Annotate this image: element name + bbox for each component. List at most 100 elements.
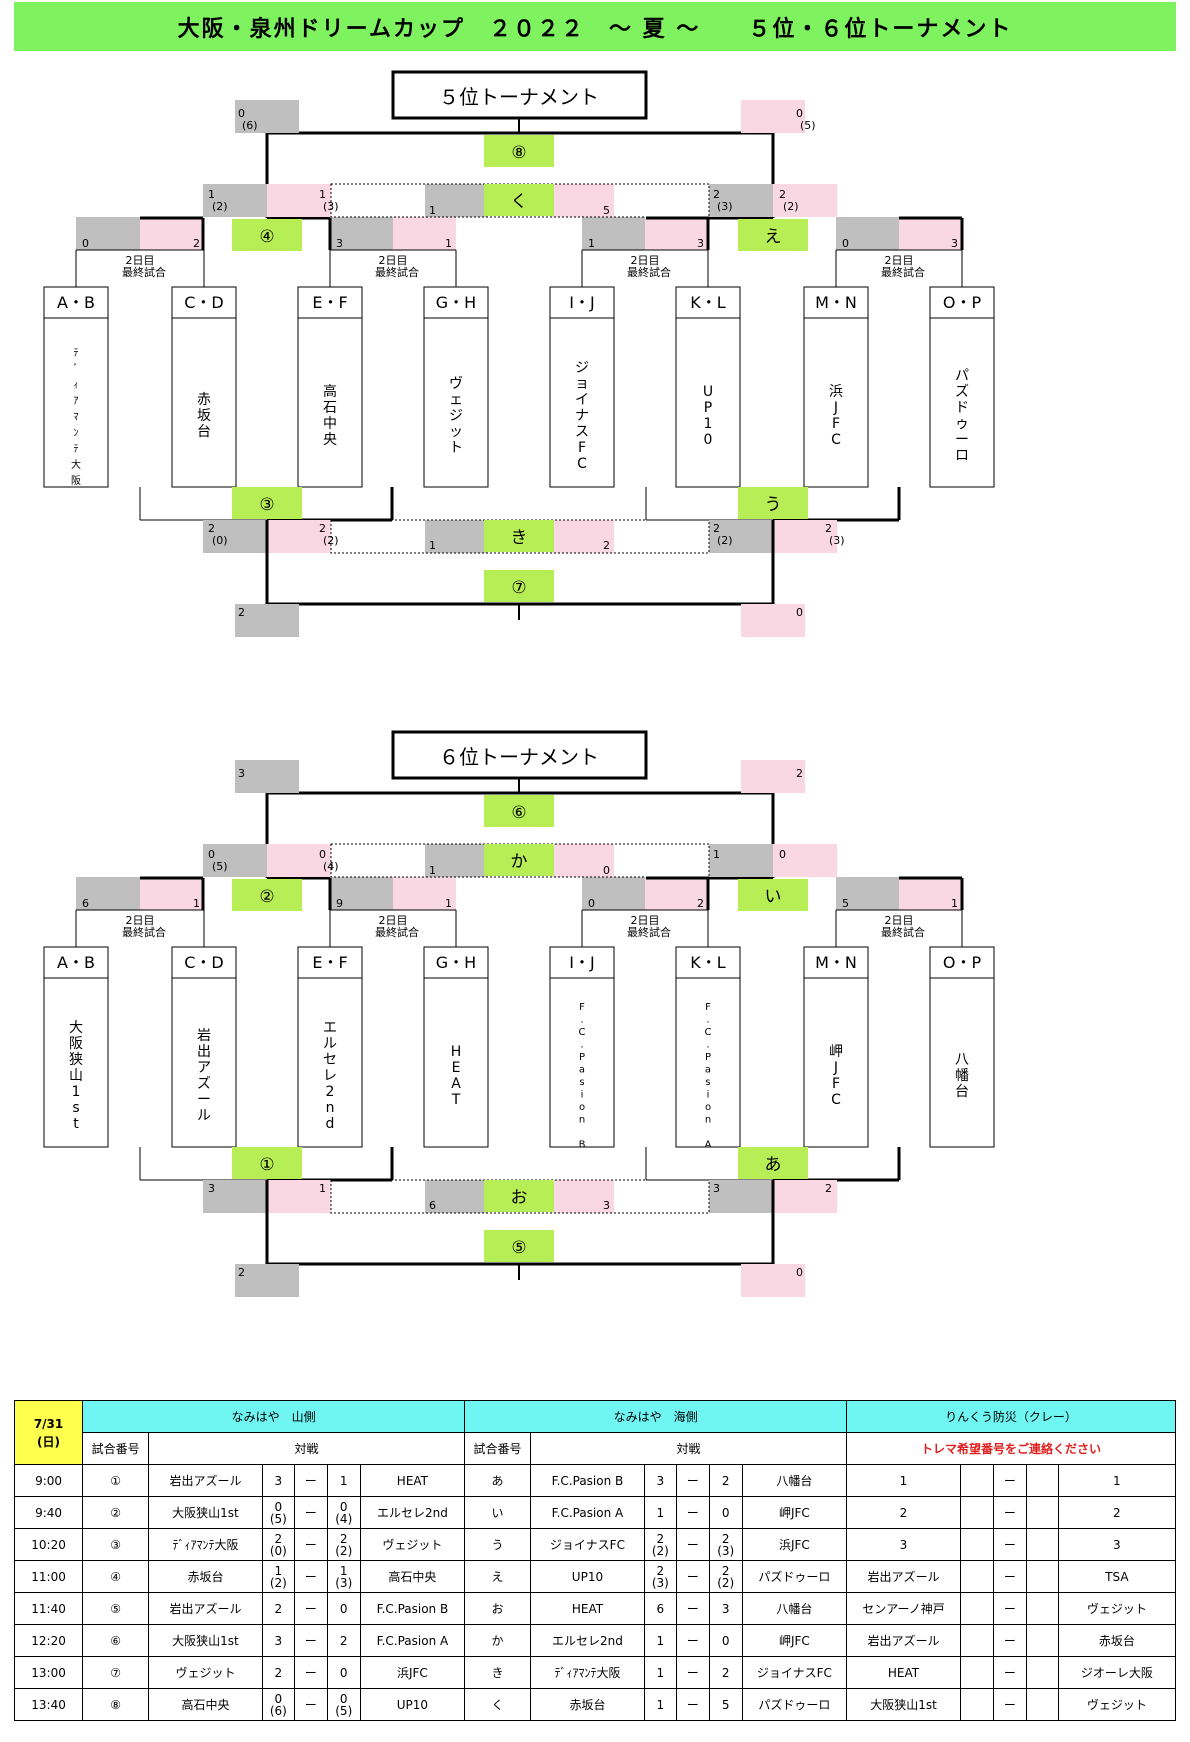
score-dash: ー: [992, 1560, 1027, 1593]
match-number: ⑤: [82, 1592, 150, 1625]
game-number: ⑤: [511, 1238, 526, 1258]
match-number: え: [464, 1560, 532, 1593]
score-home: 2: [261, 1656, 295, 1689]
final-score: 0(6): [238, 107, 258, 132]
score-cell-pink: [551, 1180, 614, 1213]
blank-cell: [959, 1496, 994, 1529]
blank-cell: [959, 1688, 994, 1721]
match-number: ①: [82, 1464, 150, 1497]
team-column: [43, 946, 109, 1148]
score-dash: ー: [992, 1624, 1027, 1657]
trema-score: 0: [603, 864, 610, 877]
trema-team-a: 岩出アズール: [846, 1560, 961, 1593]
match-time: 13:40: [13, 1688, 84, 1721]
trema-team-b: 2: [1057, 1496, 1177, 1529]
score-cell-pink: [551, 520, 614, 553]
final-score: 2: [238, 606, 245, 619]
team-column: [549, 286, 615, 488]
pair-label: A・B: [57, 293, 95, 312]
score-dash: ー: [675, 1528, 710, 1561]
team-column: [423, 286, 489, 488]
schedule-date: 7/31 (日): [13, 1400, 84, 1465]
score-away: 3: [708, 1592, 743, 1625]
team-away: 浜JFC: [359, 1656, 466, 1689]
trema-team-b: 赤坂台: [1057, 1624, 1177, 1657]
match-number: い: [464, 1496, 532, 1529]
score-cell-pink: [741, 1264, 805, 1297]
semi-score: 2(3): [713, 188, 733, 213]
page-title: 大阪・泉州ドリームカップ ２０２２ ～ 夏 ～ ５位・６位トーナメント: [177, 16, 1013, 42]
game-number-box: [232, 487, 302, 519]
team-name: 高石中央: [323, 383, 337, 448]
score-cell-gray: [76, 877, 140, 910]
team-home: UP10: [530, 1560, 645, 1593]
score-cell-gray: [76, 217, 140, 250]
match-time: 12:20: [13, 1624, 84, 1657]
score-cell-pink: [899, 217, 962, 250]
score-away: 2: [708, 1464, 743, 1497]
score-home: 0 (6): [261, 1688, 295, 1721]
score-home: 2 (3): [643, 1560, 677, 1593]
pair-label: E・F: [312, 293, 347, 312]
semi-score: 2(0): [208, 522, 228, 547]
semi-score: 1(3): [319, 188, 339, 213]
pair-label: I・J: [569, 953, 594, 972]
r1-score: 9: [336, 897, 343, 910]
score-cell-pink: [551, 844, 614, 877]
match-number: ④: [82, 1560, 150, 1593]
score-cell-gray: [235, 604, 299, 637]
blank-cell: [1025, 1624, 1059, 1657]
score-cell-gray: [709, 844, 773, 877]
trema-score: 5: [603, 204, 610, 217]
team-home: ﾃﾞｨｱﾏﾝﾃ大阪: [148, 1528, 263, 1561]
schedule-table: 7/31 (日) なみはや 山側 なみはや 海側 りんくう防災（クレー） 試合番…: [13, 1400, 1177, 1721]
game-number: い: [765, 887, 782, 907]
game-number: ③: [259, 495, 274, 515]
team-column: [549, 946, 615, 1148]
team-home: F.C.Pasion B: [530, 1464, 645, 1497]
r1-score: 1: [445, 237, 452, 250]
game-number-box: [738, 487, 808, 519]
score-cell-pink: [645, 877, 708, 910]
team-home: 高石中央: [148, 1688, 263, 1721]
final-match-label: 2日目最終試合: [122, 254, 166, 279]
r1-score: 3: [951, 237, 958, 250]
final-match-label: 2日目最終試合: [881, 914, 925, 939]
r1-score: 0: [842, 237, 849, 250]
semi-score: 3: [713, 1182, 720, 1195]
score-away: 5: [708, 1688, 743, 1721]
score-home: 1 (2): [261, 1560, 295, 1593]
team-away: 八幡台: [741, 1464, 848, 1497]
semi-score: 2(2): [319, 522, 339, 547]
score-cell-pink: [551, 184, 614, 217]
score-cell-gray: [235, 1264, 299, 1297]
game-number-box: [484, 1180, 554, 1212]
game-number: ②: [259, 887, 274, 907]
score-home: 1: [643, 1496, 677, 1529]
team-away: ヴェジット: [359, 1528, 466, 1561]
team-home: ﾃﾞｨｱﾏﾝﾃ大阪: [530, 1656, 645, 1689]
semi-score: 0(5): [208, 848, 228, 873]
score-cell-gray: [425, 1180, 488, 1213]
score-dash: ー: [293, 1560, 328, 1593]
team-column: [171, 286, 237, 488]
score-cell-gray: [709, 184, 773, 217]
match-time: 9:40: [13, 1496, 84, 1529]
pair-label: M・N: [815, 293, 857, 312]
team-column: [675, 946, 741, 1148]
blank-cell: [959, 1656, 994, 1689]
score-dash: ー: [675, 1592, 710, 1625]
semi-score: 2: [825, 1182, 832, 1195]
team-column: [297, 946, 363, 1148]
team-column: [675, 286, 741, 488]
score-cell-gray: [425, 520, 488, 553]
score-cell-gray: [235, 100, 299, 133]
r1-score: 2: [697, 897, 704, 910]
match-number: か: [464, 1624, 532, 1657]
blank-cell: [959, 1560, 994, 1593]
semi-score: 0(4): [319, 848, 339, 873]
match-number: ⑦: [82, 1656, 150, 1689]
